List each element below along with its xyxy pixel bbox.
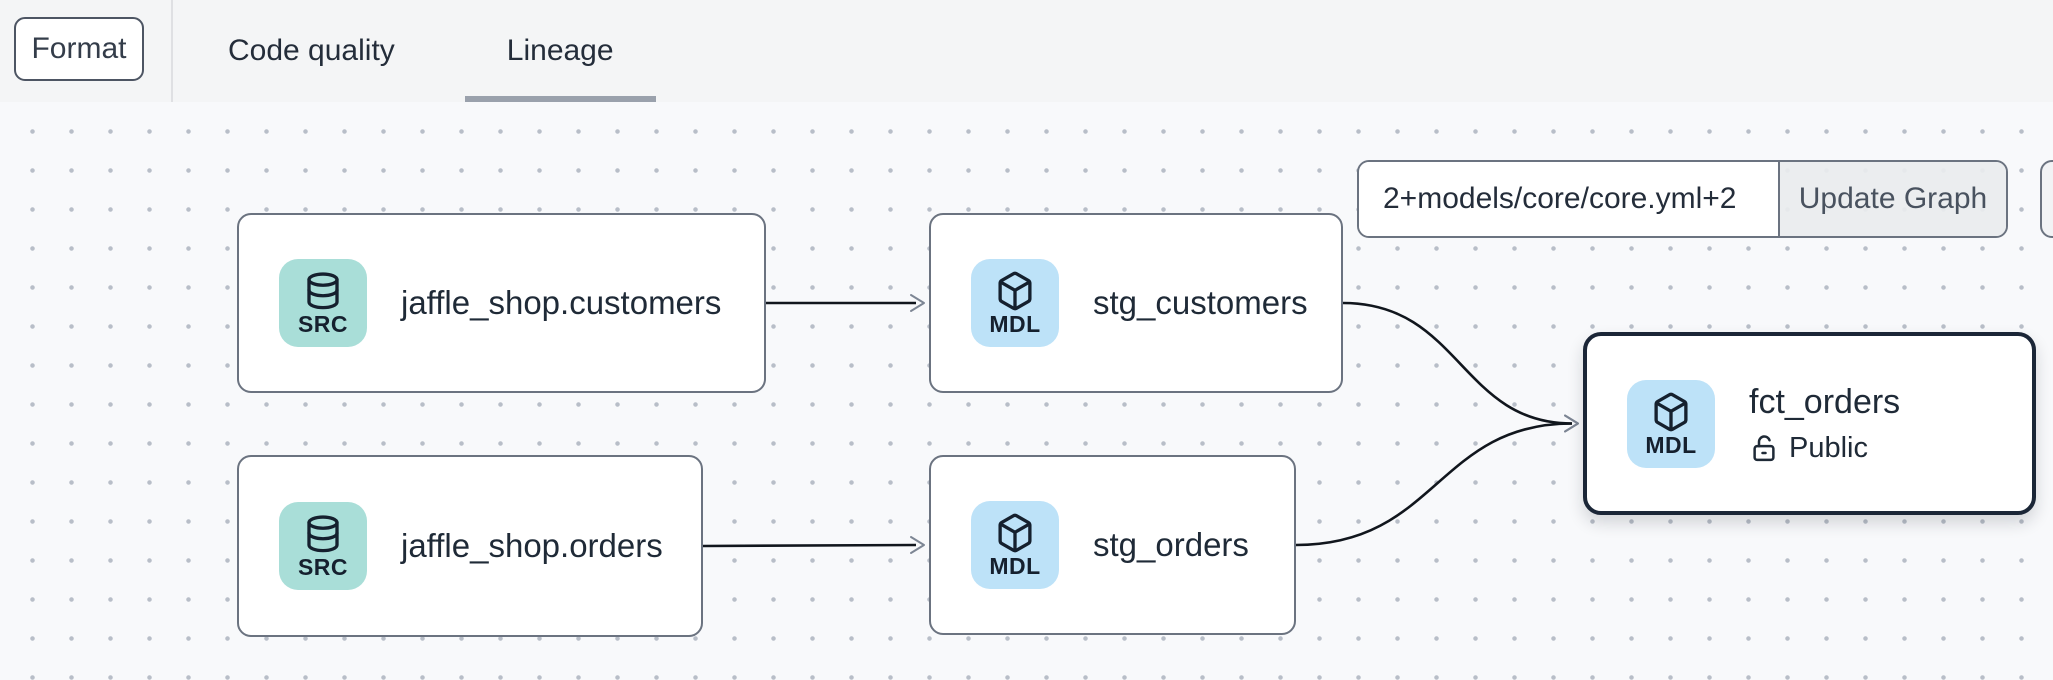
node-badge-label: MDL — [989, 311, 1041, 337]
update-graph-button[interactable]: Update Graph — [1778, 162, 2006, 236]
tab-lineage[interactable]: Lineage — [451, 0, 670, 102]
tab-bar: Code quality Lineage — [172, 0, 670, 102]
cube-icon — [998, 271, 1032, 311]
lineage-edge — [702, 543, 917, 548]
node-label: stg_customers — [1093, 284, 1308, 321]
node-badge-label: SRC — [297, 554, 349, 580]
database-icon — [307, 515, 339, 553]
node-type-badge: SRC — [279, 259, 367, 347]
node-type-badge: MDL — [1627, 379, 1715, 468]
lineage-edge — [1342, 301, 1573, 425]
node-access: Public — [1749, 432, 1900, 465]
node-type-badge: MDL — [971, 259, 1059, 347]
node-label: jaffle_shop.orders — [401, 527, 663, 564]
node-badge-label: MDL — [1645, 431, 1697, 458]
cube-icon — [998, 513, 1032, 553]
node-badge-label: SRC — [297, 311, 349, 337]
lock-open-icon — [1753, 435, 1775, 462]
lineage-edge-layer — [702, 294, 1579, 554]
clipped-toolbar-button[interactable] — [2040, 160, 2053, 238]
node-label: stg_orders — [1093, 526, 1249, 563]
toolbar-divider — [171, 0, 173, 102]
node-type-badge: SRC — [279, 502, 367, 590]
tab-code-quality[interactable]: Code quality — [228, 34, 395, 67]
edge-arrow-icon — [910, 294, 925, 312]
lineage-edge — [1295, 422, 1573, 547]
edge-arrow-icon — [910, 536, 925, 554]
database-icon — [307, 272, 339, 310]
node-access-label: Public — [1789, 431, 1868, 464]
lineage-node-src-jaffle-shop-customers[interactable]: SRC jaffle_shop.customers — [237, 213, 766, 393]
lineage-node-mdl-stg-orders[interactable]: MDL stg_orders — [929, 455, 1296, 635]
lineage-node-src-jaffle-shop-orders[interactable]: SRC jaffle_shop.orders — [237, 455, 703, 637]
cube-icon — [1654, 392, 1688, 431]
node-label: fct_orders — [1749, 382, 1901, 421]
graph-selector-group: Update Graph — [1357, 160, 2008, 238]
node-type-badge: MDL — [971, 501, 1059, 589]
editor-toolbar: Format Code quality Lineage — [0, 0, 2053, 102]
format-button[interactable]: Format — [14, 17, 144, 81]
edge-arrow-icon — [1564, 414, 1579, 433]
lineage-selector-input[interactable] — [1359, 162, 1778, 236]
node-label: jaffle_shop.customers — [401, 284, 722, 321]
node-badge-label: MDL — [989, 553, 1041, 579]
lineage-node-mdl-stg-customers[interactable]: MDL stg_customers — [929, 213, 1343, 393]
